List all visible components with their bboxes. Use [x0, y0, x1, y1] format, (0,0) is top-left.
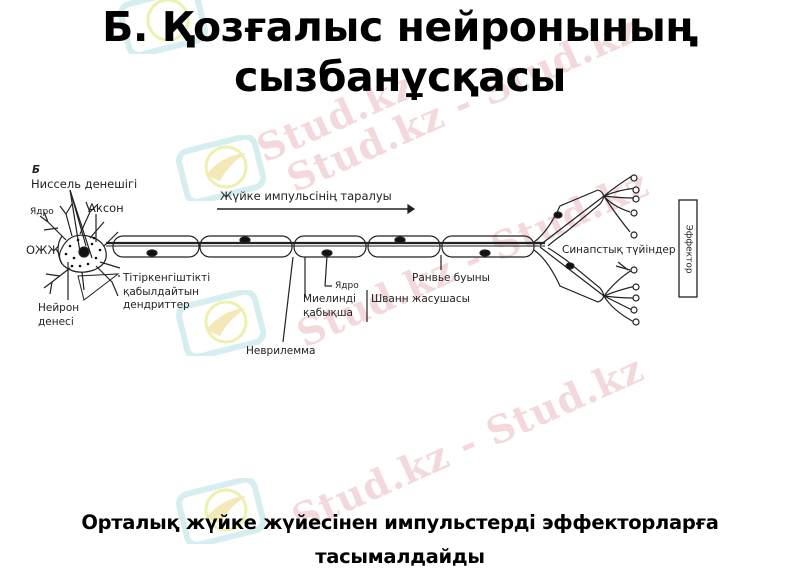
label-schwann-nucleus: Ядро: [335, 281, 359, 291]
label-myelin-2: қабықша: [303, 307, 353, 319]
label-myelin-1: Миелинді: [303, 293, 356, 305]
label-neuron-body-1: Нейрон: [38, 302, 80, 314]
caption-line-2: тасымалдайды: [315, 545, 485, 568]
slide-title: Б. Қозғалыс нейронының сызбанұсқасы: [0, 2, 800, 102]
label-node-of-ranvier: Ранвье буыны: [412, 272, 490, 284]
effector-box: Эффектор: [679, 200, 699, 298]
label-neurilemma: Неврилемма: [246, 345, 316, 357]
title-line-1: Б. Қозғалыс нейронының: [102, 3, 698, 51]
label-synaptic-terminals: Синапстық түйіндер: [562, 244, 676, 256]
label-dendrites-1: Тітіркенгіштікті: [123, 272, 211, 284]
motor-neuron-diagram: [39, 174, 698, 343]
title-line-2: сызбанұсқасы: [234, 53, 566, 101]
label-effector: Эффектор: [684, 224, 695, 274]
label-dendrites-3: дендриттер: [123, 299, 190, 311]
caption-line-1: Орталық жүйке жүйесінен импульстерді эфф…: [81, 511, 719, 534]
label-neuron-body-2: денесі: [38, 316, 74, 328]
slide-caption: Орталық жүйке жүйесінен импульстерді эфф…: [0, 506, 800, 574]
label-axon: Аксон: [88, 201, 124, 215]
label-impulse-direction: Жүйке импульсінің таралуы: [220, 189, 392, 203]
label-dendrites-2: қабылдайтын: [123, 286, 200, 298]
label-soma-nucleus: Ядро: [30, 207, 54, 217]
label-nissl-bodies: Ниссель денешігі: [31, 177, 138, 191]
panel-letter: Б: [32, 164, 41, 176]
label-schwann-cell: Шванн жасушасы: [371, 293, 470, 305]
label-cns: ОЖЖ: [26, 243, 60, 257]
